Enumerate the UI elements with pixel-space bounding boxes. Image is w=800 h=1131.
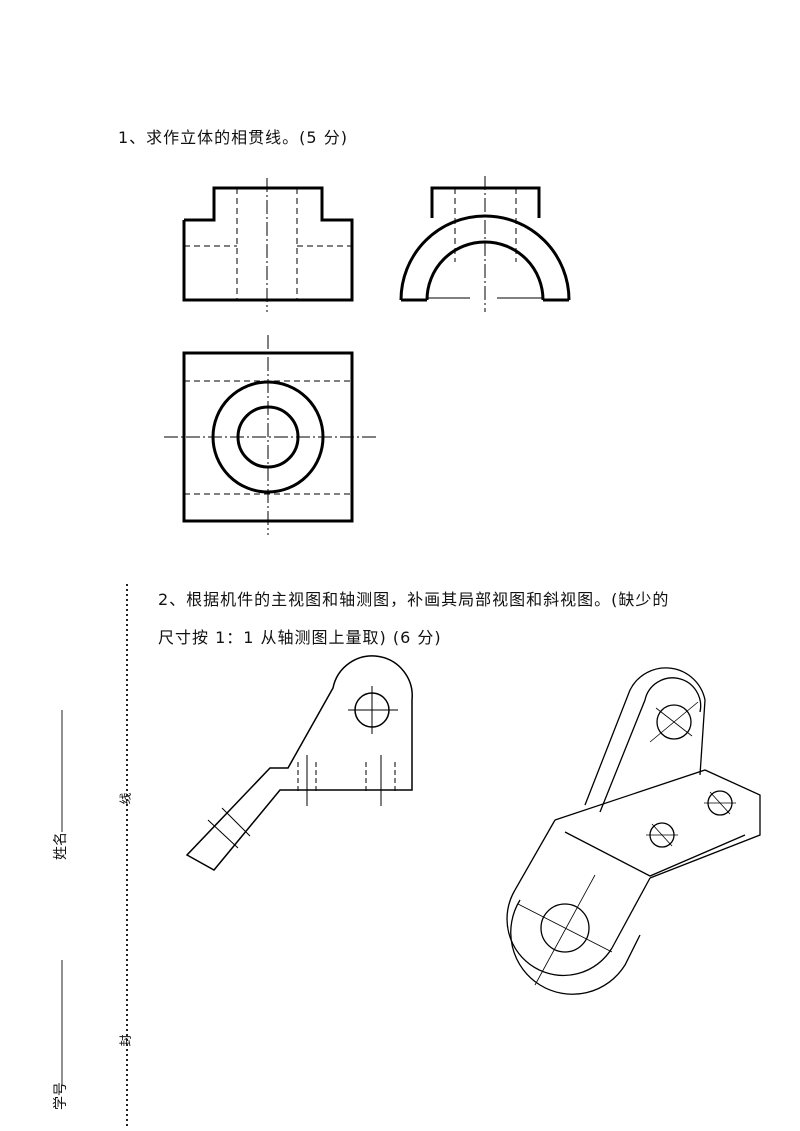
question-2-text-line2: 尺寸按 1：1 从轴测图上量取) (6 分) <box>158 628 442 647</box>
q1-side-view <box>399 176 571 312</box>
question-2-text-line1: 2、根据机件的主视图和轴测图，补画其局部视图和斜视图。(缺少的 <box>158 590 670 609</box>
q1-top-view <box>164 335 378 535</box>
q2-axonometric-view <box>506 667 761 995</box>
question-1-text: 1、求作立体的相贯线。(5 分) <box>118 128 348 147</box>
q1-front-view <box>182 178 354 312</box>
q2-main-view <box>185 655 413 871</box>
binding-margin <box>61 584 128 1128</box>
